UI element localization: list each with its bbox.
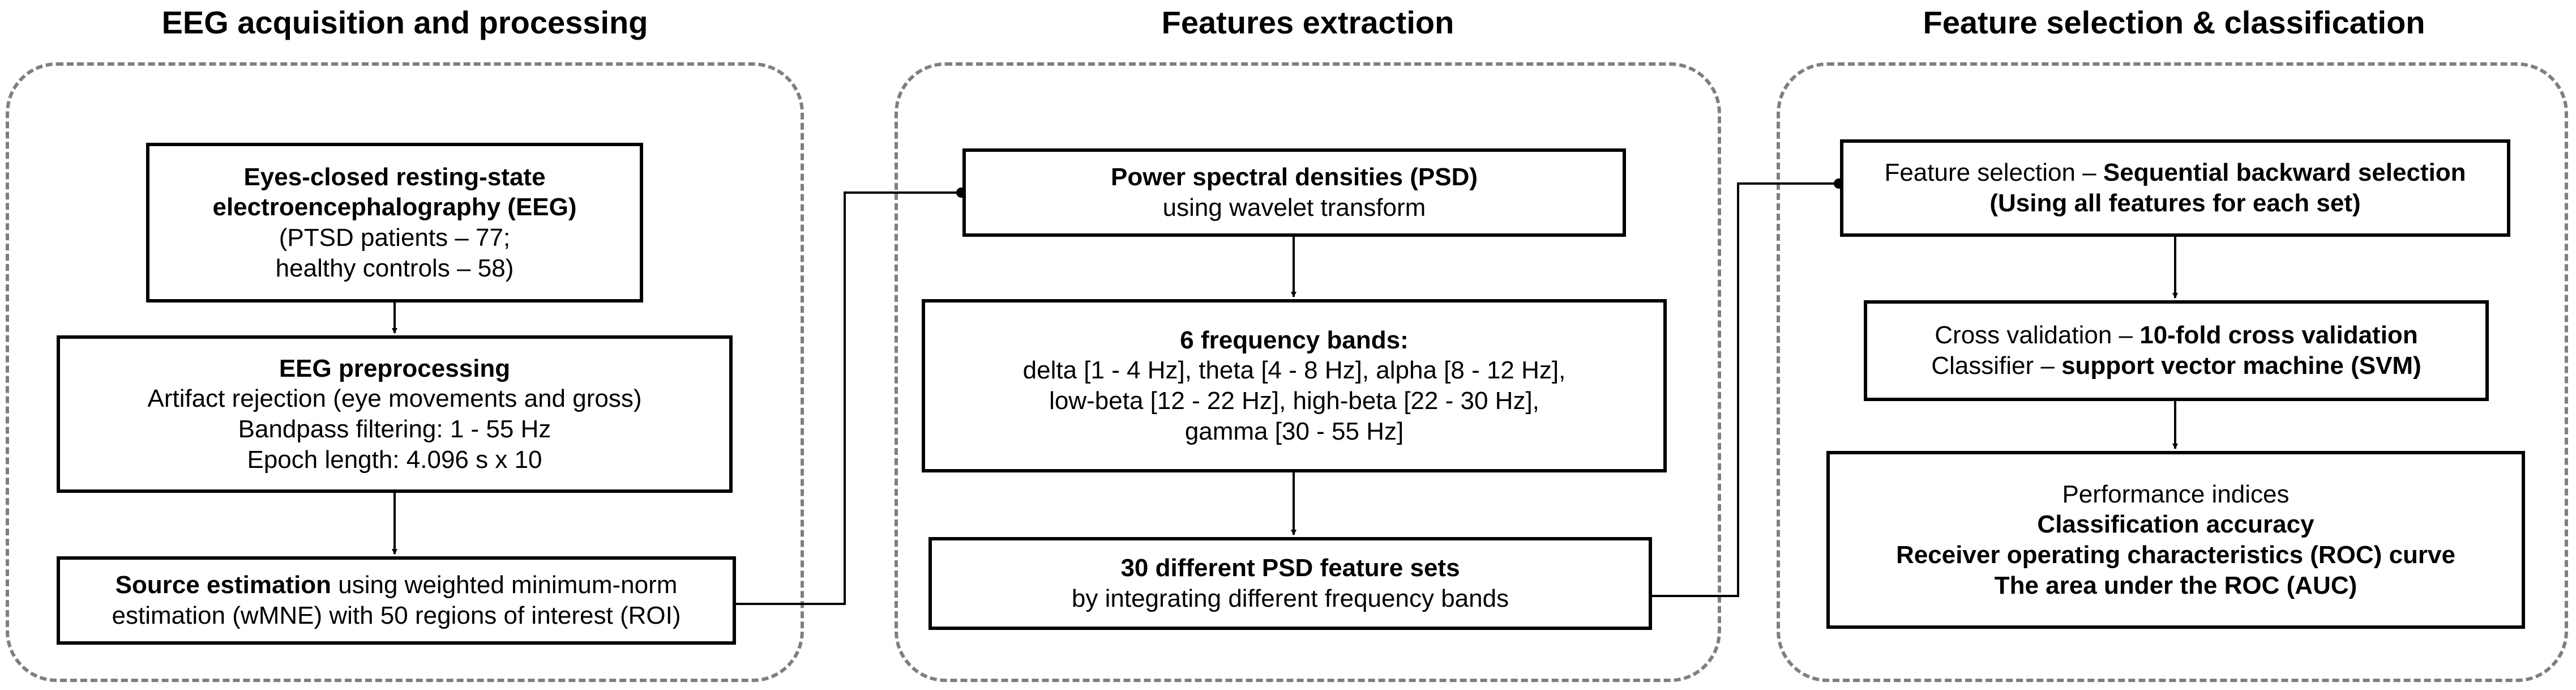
box-feature-selection: Feature selection – Sequential backward … (1840, 139, 2510, 237)
cross-validation-method: 10-fold cross validation (2139, 321, 2418, 350)
cross-validation-prefix: Cross validation – (1935, 321, 2140, 350)
performance-roc: Receiver operating characteristics (ROC)… (1896, 541, 2455, 569)
bands-beta: low-beta [12 - 22 Hz], high-beta [22 - 3… (1049, 387, 1539, 415)
classifier-prefix: Classifier – (1931, 352, 2062, 380)
preprocessing-title: EEG preprocessing (279, 354, 511, 382)
bands-delta-theta-alpha: delta [1 - 4 Hz], theta [4 - 8 Hz], alph… (1022, 356, 1566, 385)
performance-auc: The area under the ROC (AUC) (1994, 571, 2357, 599)
eeg-recording-controls: healthy controls – 58) (275, 254, 514, 282)
source-estimation-bold: Source estimation (115, 571, 332, 599)
psd-wavelet: using wavelet transform (1162, 194, 1426, 222)
cross-validation-line: Cross validation – 10-fold cross validat… (1935, 320, 2417, 351)
box-psd: Power spectral densities (PSD) using wav… (962, 148, 1626, 237)
psd-title: Power spectral densities (PSD) (1111, 163, 1478, 191)
section-title-classification: Feature selection & classification (1923, 5, 2425, 40)
section-title-eeg: EEG acquisition and processing (161, 5, 648, 40)
feature-sets-title: 30 different PSD feature sets (1120, 554, 1460, 582)
box-eeg-preprocessing: EEG preprocessing Artifact rejection (ey… (57, 335, 733, 493)
eeg-recording-patients: (PTSD patients – 77; (279, 224, 511, 252)
box-feature-sets: 30 different PSD feature sets by integra… (928, 537, 1652, 630)
box-frequency-bands: 6 frequency bands: delta [1 - 4 Hz], the… (922, 299, 1667, 472)
feature-selection-line-2: (Using all features for each set) (1989, 189, 2361, 217)
preprocessing-epoch: Epoch length: 4.096 s x 10 (247, 445, 542, 474)
preprocessing-artifact: Artifact rejection (eye movements and gr… (147, 385, 642, 413)
bands-title: 6 frequency bands: (1180, 326, 1409, 354)
preprocessing-bandpass: Bandpass filtering: 1 - 55 Hz (238, 415, 551, 443)
eeg-recording-title-2: electroencephalography (EEG) (212, 193, 577, 222)
source-estimation-line-1: Source estimation using weighted minimum… (115, 570, 678, 600)
section-title-features: Features extraction (1161, 5, 1454, 40)
source-estimation-rest: using weighted minimum-norm (331, 571, 678, 599)
box-eeg-recording: Eyes-closed resting-state electroencepha… (146, 143, 643, 303)
box-cross-validation: Cross validation – 10-fold cross validat… (1864, 300, 2489, 401)
eeg-recording-title-1: Eyes-closed resting-state (243, 163, 546, 191)
box-performance: Performance indices Classification accur… (1826, 451, 2525, 629)
box-source-estimation: Source estimation using weighted minimum… (57, 556, 736, 645)
feature-selection-prefix: Feature selection – (1884, 159, 2103, 187)
feature-selection-line-1: Feature selection – Sequential backward … (1884, 157, 2466, 188)
feature-selection-method: Sequential backward selection (2103, 159, 2466, 187)
source-estimation-line-2: estimation (wMNE) with 50 regions of int… (112, 602, 681, 629)
classifier-line: Classifier – support vector machine (SVM… (1931, 351, 2421, 381)
classifier-method: support vector machine (SVM) (2061, 352, 2421, 380)
bands-gamma: gamma [30 - 55 Hz] (1184, 417, 1404, 445)
performance-title: Performance indices (2062, 480, 2290, 508)
feature-sets-integrating: by integrating different frequency bands (1071, 585, 1509, 612)
performance-accuracy: Classification accuracy (2037, 510, 2314, 539)
